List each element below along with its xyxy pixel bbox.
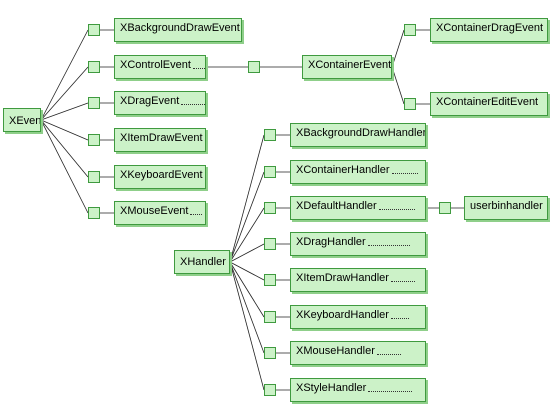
connector-line bbox=[40, 119, 89, 141]
junction-square bbox=[264, 347, 276, 359]
node-xkeyboardhandler: XKeyboardHandler bbox=[290, 305, 426, 329]
junction-square bbox=[264, 166, 276, 178]
connector-line bbox=[229, 243, 265, 263]
node-userbinhandler: userbinhandler bbox=[464, 196, 548, 220]
node-xmouseevent: XMouseEvent bbox=[114, 201, 206, 225]
node-xdragevent: XDragEvent bbox=[114, 91, 206, 115]
junction-square bbox=[264, 129, 276, 141]
connector-line bbox=[229, 261, 265, 281]
node-xdefaulthandler: XDefaultHandler bbox=[290, 196, 426, 220]
connector-line bbox=[229, 261, 265, 318]
connector-line bbox=[40, 119, 89, 214]
node-xcontrolevent: XControlEvent bbox=[114, 55, 206, 79]
node-xcontainerhandler: XContainerHandler bbox=[290, 160, 426, 184]
node-xcontainerdragevent: XContainerDragEvent bbox=[430, 18, 548, 42]
node-xkeyboardevent: XKeyboardEvent bbox=[114, 165, 206, 189]
junction-square bbox=[264, 384, 276, 396]
connector-line bbox=[391, 29, 405, 68]
connector-line bbox=[229, 207, 265, 263]
junction-square bbox=[88, 24, 100, 36]
junction-square bbox=[88, 207, 100, 219]
connector-line bbox=[40, 66, 89, 121]
node-xcontainerevent: XContainerEvent bbox=[302, 55, 392, 79]
connector-line bbox=[229, 134, 265, 263]
node-xbackgrounddrawevent: XBackgroundDrawEvent bbox=[114, 18, 242, 42]
junction-square bbox=[264, 202, 276, 214]
connector-line bbox=[229, 171, 265, 263]
connector-line bbox=[40, 119, 89, 178]
junction-square bbox=[88, 171, 100, 183]
junction-square bbox=[264, 238, 276, 250]
node-xitemdrawhandler: XItemDrawHandler bbox=[290, 268, 426, 292]
node-xcontainereditevent: XContainerEditEvent bbox=[430, 92, 548, 116]
connector-line bbox=[40, 29, 89, 121]
junction-square bbox=[264, 274, 276, 286]
node-xdraghandler: XDragHandler bbox=[290, 232, 426, 256]
node-xbackgrounddrawhandler: XBackgroundDrawHandler bbox=[290, 123, 426, 147]
node-xmousehandler: XMouseHandler bbox=[290, 341, 426, 365]
junction-square bbox=[439, 202, 451, 214]
junction-square bbox=[404, 98, 416, 110]
junction-square bbox=[404, 24, 416, 36]
node-xevent: XEvent bbox=[3, 108, 41, 132]
junction-square bbox=[88, 97, 100, 109]
node-xstylehandler: XStyleHandler bbox=[290, 378, 426, 402]
connector-line bbox=[229, 261, 265, 354]
connector-line bbox=[40, 102, 89, 121]
junction-square bbox=[248, 61, 260, 73]
connector-line bbox=[229, 261, 265, 391]
junction-square bbox=[88, 61, 100, 73]
node-xhandler: XHandler bbox=[174, 250, 230, 274]
node-xitemdrawevent: XItemDrawEvent bbox=[114, 128, 206, 152]
junction-square bbox=[264, 311, 276, 323]
connector-line bbox=[391, 66, 405, 105]
junction-square bbox=[88, 134, 100, 146]
